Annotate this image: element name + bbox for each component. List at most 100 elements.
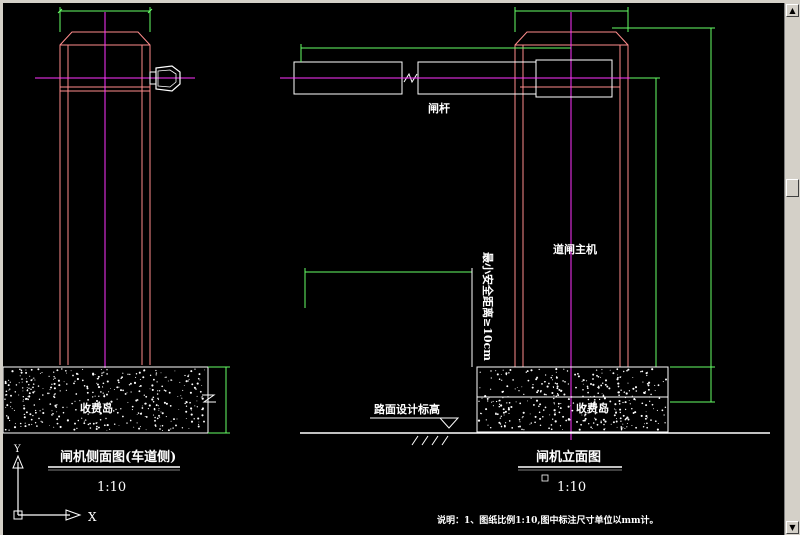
aggregate-dot — [185, 380, 188, 383]
aggregate-dot — [506, 402, 508, 404]
aggregate-dot — [532, 383, 534, 386]
aggregate-dot — [183, 384, 185, 386]
aggregate-dot — [498, 405, 501, 408]
aggregate-dot — [627, 382, 629, 384]
aggregate-dot — [145, 395, 148, 398]
scroll-thumb[interactable] — [786, 179, 799, 197]
aggregate-dot — [590, 383, 592, 385]
aggregate-dot — [565, 419, 568, 422]
aggregate-dot — [645, 372, 648, 375]
aggregate-dot — [49, 425, 50, 426]
aggregate-dot — [138, 385, 140, 387]
aggregate-dot — [487, 424, 489, 426]
aggregate-dot — [556, 393, 559, 395]
aggregate-dot — [559, 407, 562, 410]
aggregate-dot — [632, 387, 635, 390]
aggregate-dot — [122, 415, 124, 418]
aggregate-dot — [584, 417, 587, 420]
aggregate-dot — [83, 420, 85, 422]
aggregate-dot — [481, 397, 483, 399]
aggregate-dot — [556, 382, 559, 385]
aggregate-dot — [538, 368, 540, 371]
aggregate-dot — [190, 413, 193, 416]
aggregate-dot — [609, 400, 612, 403]
aggregate-dot — [83, 422, 86, 425]
aggregate-dot — [102, 403, 104, 405]
aggregate-dot — [76, 377, 79, 381]
aggregate-dot — [106, 380, 109, 383]
aggregate-dot — [56, 369, 59, 372]
aggregate-dot — [24, 422, 26, 424]
aggregate-dot — [496, 413, 499, 416]
aggregate-dot — [477, 419, 481, 422]
aggregate-dot — [555, 371, 557, 373]
aggregate-dot — [53, 426, 55, 428]
aggregate-dot — [557, 406, 560, 408]
aggregate-dot — [582, 383, 584, 385]
aggregate-dot — [66, 383, 68, 385]
right-dimensions — [300, 7, 715, 403]
aggregate-dot — [616, 378, 619, 381]
aggregate-dot — [159, 425, 161, 427]
aggregate-dot — [498, 421, 501, 424]
aggregate-dot — [5, 394, 8, 396]
aggregate-dot — [584, 405, 587, 408]
vertical-scrollbar[interactable]: ▲ ▼ — [784, 3, 800, 535]
aggregate-dot — [597, 392, 599, 395]
aggregate-dot — [508, 372, 510, 374]
aggregate-dot — [22, 390, 24, 392]
aggregate-dot — [488, 397, 490, 399]
aggregate-dot — [562, 415, 565, 418]
aggregate-dot — [190, 370, 193, 373]
aggregate-dot — [74, 422, 76, 425]
aggregate-dot — [42, 387, 44, 389]
aggregate-dot — [89, 422, 91, 425]
scroll-up-button[interactable]: ▲ — [786, 4, 799, 17]
aggregate-dot — [151, 398, 154, 401]
aggregate-dot — [151, 384, 154, 387]
aggregate-dot — [615, 420, 618, 423]
window-frame-left — [0, 0, 3, 535]
aggregate-dot — [601, 382, 604, 384]
aggregate-dot — [49, 403, 52, 405]
aggregate-dot — [159, 428, 161, 430]
aggregate-dot — [163, 401, 166, 404]
aggregate-dot — [548, 382, 550, 385]
aggregate-dot — [518, 390, 520, 392]
aggregate-dot — [201, 414, 204, 417]
aggregate-dot — [526, 370, 529, 373]
aggregate-dot — [578, 405, 580, 406]
aggregate-dot — [58, 384, 61, 387]
aggregate-dot — [519, 425, 521, 428]
aggregate-dot — [581, 380, 583, 383]
aggregate-dot — [87, 423, 90, 426]
aggregate-dot — [99, 419, 102, 421]
aggregate-dot — [654, 384, 656, 386]
aggregate-dot — [62, 406, 64, 409]
aggregate-dot — [14, 391, 17, 393]
aggregate-dot — [133, 426, 135, 428]
aggregate-dot — [593, 398, 596, 401]
aggregate-dot — [553, 409, 556, 412]
aggregate-dot — [601, 393, 603, 395]
aggregate-dot — [122, 372, 124, 374]
aggregate-dot — [5, 406, 7, 408]
aggregate-dot — [139, 384, 142, 387]
aggregate-dot — [106, 369, 108, 371]
aggregate-dot — [616, 426, 618, 428]
aggregate-dot — [30, 418, 33, 421]
aggregate-dot — [95, 399, 99, 403]
aggregate-dot — [492, 405, 494, 407]
aggregate-dot — [657, 384, 660, 387]
scroll-down-button[interactable]: ▼ — [786, 521, 799, 534]
aggregate-dot — [195, 388, 197, 390]
aggregate-dot — [185, 410, 188, 413]
aggregate-dot — [194, 405, 196, 407]
aggregate-dot — [5, 390, 8, 393]
aggregate-dot — [536, 391, 539, 394]
aggregate-dot — [201, 396, 203, 398]
aggregate-dot — [502, 390, 505, 393]
aggregate-dot — [56, 422, 59, 425]
aggregate-dot — [96, 422, 98, 424]
